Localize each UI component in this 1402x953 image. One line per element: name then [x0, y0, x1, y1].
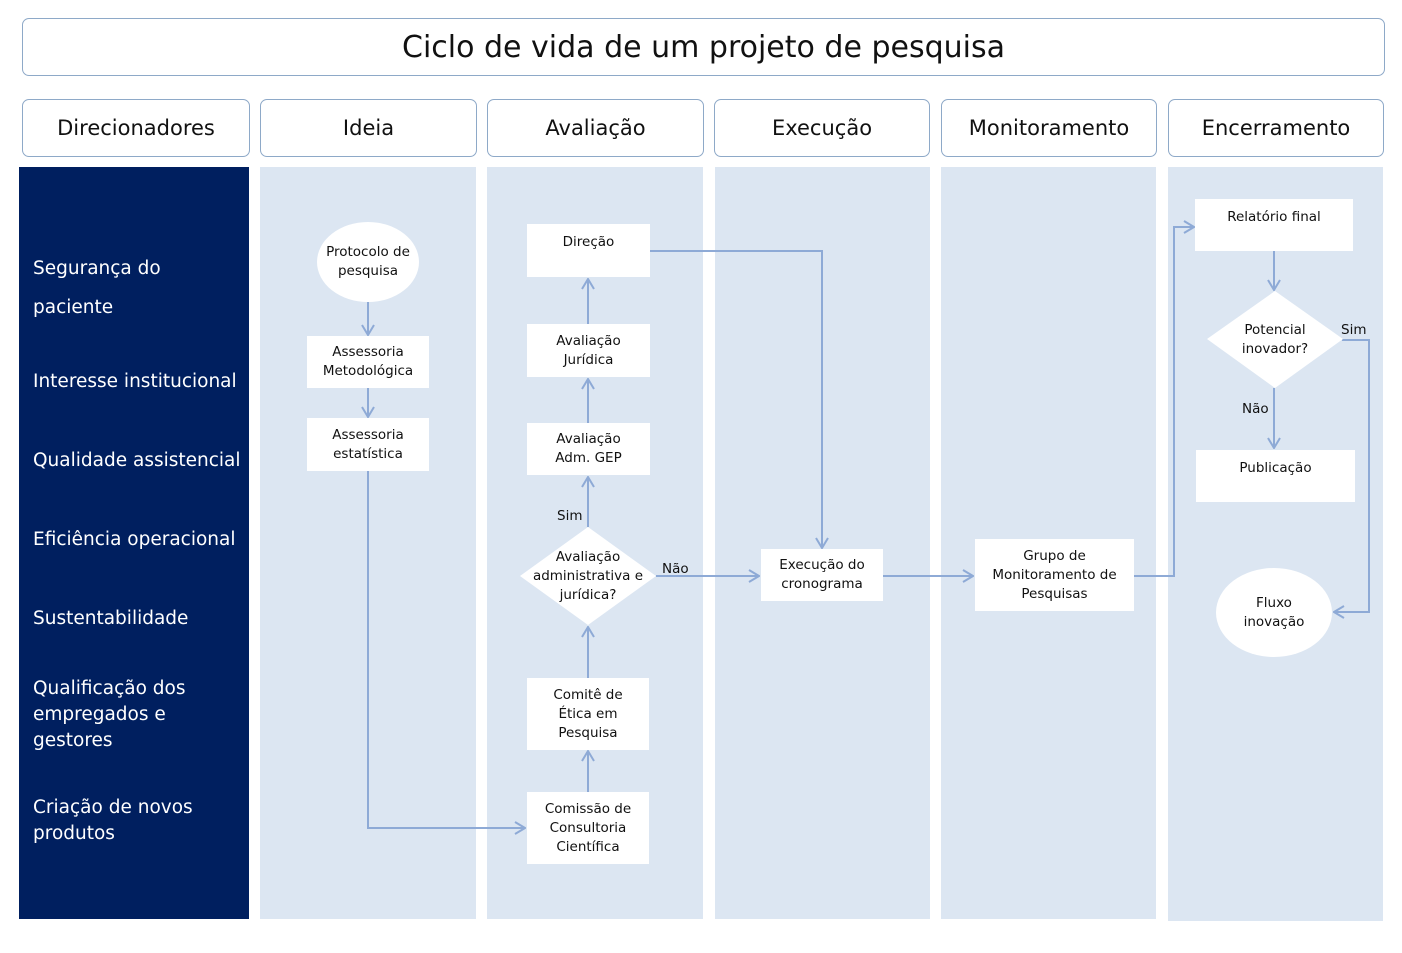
node-execucao-cronograma: Execução do cronograma	[761, 549, 883, 601]
node-relatorio-final: Relatório final	[1195, 199, 1353, 251]
decision-diamond-shape	[1207, 291, 1343, 388]
driver-item: Interesse institucional	[33, 371, 237, 392]
edge-label-sim: Sim	[557, 508, 583, 524]
column-header-direcionadores: Direcionadores	[22, 99, 250, 157]
node-avaliacao-adm-gep: Avaliação Adm. GEP	[527, 423, 650, 475]
driver-item: Eficiência operacional	[33, 529, 236, 550]
edge-label-nao: Não	[662, 561, 689, 577]
node-assessoria-estatistica: Assessoria estatística	[307, 418, 429, 471]
node-publicacao: Publicação	[1196, 450, 1355, 502]
column-header-encerramento: Encerramento	[1168, 99, 1384, 157]
driver-item: Criação de novos produtos	[33, 797, 193, 844]
column-header-execucao: Execução	[714, 99, 930, 157]
node-direcao: Direção	[527, 224, 650, 277]
edge-label-sim: Sim	[1341, 322, 1367, 338]
decision-avaliacao-adm-juridica: Avaliação administrativa e jurídica?	[532, 548, 644, 603]
node-assessoria-metodologica: Assessoria Metodológica	[307, 336, 429, 388]
decision-potencial-inovador: Potencial inovador?	[1241, 321, 1309, 357]
edge-label-nao: Não	[1242, 401, 1269, 417]
driver-item: Sustentabilidade	[33, 608, 189, 629]
node-fluxo-inovacao: Fluxo inovação	[1216, 568, 1332, 657]
node-avaliacao-juridica: Avaliação Jurídica	[527, 324, 650, 377]
node-comissao-consultoria: Comissão de Consultoria Científica	[527, 792, 649, 864]
column-header-monitoramento: Monitoramento	[941, 99, 1157, 157]
driver-item: Qualificação dos empregados e gestores	[33, 678, 186, 751]
node-comite-etica: Comitê de Ética em Pesquisa	[527, 678, 649, 750]
node-protocolo: Protocolo de pesquisa	[317, 222, 419, 302]
driver-item: Qualidade assistencial	[33, 450, 241, 471]
page-title: Ciclo de vida de um projeto de pesquisa	[22, 18, 1385, 76]
decision-diamond-shape	[520, 527, 656, 625]
column-header-avaliacao: Avaliação	[487, 99, 704, 157]
drivers-lane	[19, 167, 249, 919]
column-header-ideia: Ideia	[260, 99, 477, 157]
driver-item: Segurança do paciente	[33, 258, 161, 318]
node-grupo-monitoramento: Grupo de Monitoramento de Pesquisas	[975, 539, 1134, 611]
